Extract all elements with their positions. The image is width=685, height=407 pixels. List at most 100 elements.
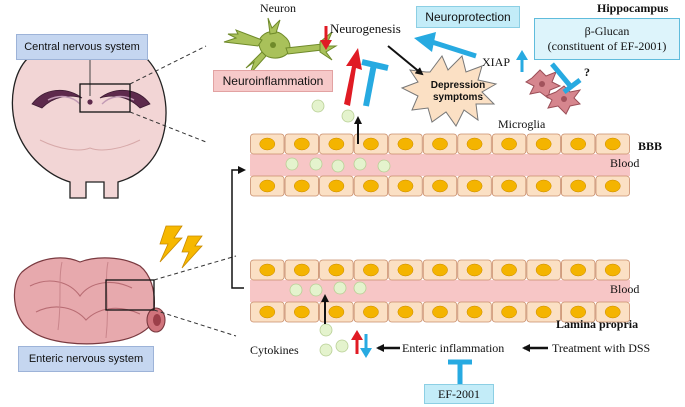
blood-upper-label: Blood <box>610 156 640 170</box>
cell-nucleus <box>604 137 621 151</box>
cell-nucleus <box>328 263 345 277</box>
beta-glucan-inhibit-arrow <box>550 62 582 94</box>
vesicles <box>285 99 391 357</box>
cell-nucleus <box>328 179 345 193</box>
cell-nucleus <box>363 137 379 151</box>
cell-nucleus <box>328 305 345 319</box>
cell-nucleus <box>432 137 448 151</box>
cell-nucleus <box>432 263 448 277</box>
microglia-icon <box>525 69 582 115</box>
vesicle <box>335 339 349 353</box>
vesicle <box>311 99 325 113</box>
cell-nucleus <box>570 179 587 193</box>
cell-nucleus <box>570 263 587 277</box>
cell-nucleus <box>397 137 414 151</box>
ef2001-box: EF-2001 <box>424 384 494 404</box>
cell-nucleus <box>570 137 587 151</box>
xiap-increase-arrow <box>516 50 528 72</box>
neuroprotection-box: Neuroprotection <box>416 6 520 28</box>
beta-glucan-title: β-Glucan <box>584 24 630 38</box>
microglia-label: Microglia <box>498 117 546 131</box>
ef2001-inhibit-arrow <box>448 359 472 386</box>
bbb-vessel <box>250 133 630 197</box>
neurogenesis-decrease-arrow <box>320 26 332 50</box>
cell-nucleus <box>363 305 379 319</box>
vesicle <box>319 343 333 357</box>
colon-icon <box>13 257 166 345</box>
vesicle <box>309 157 323 171</box>
cytokine-change-arrows <box>351 330 372 358</box>
question-mark: ? <box>584 65 590 79</box>
cell-nucleus <box>535 179 552 193</box>
neuroinflammation-box: Neuroinflammation <box>213 70 333 92</box>
neuroprotection-label: Neuroprotection <box>425 10 511 24</box>
cell-nucleus <box>397 179 414 193</box>
vesicle <box>309 283 323 297</box>
ens-label: Enteric nervous system <box>28 353 144 365</box>
cell-nucleus <box>397 263 414 277</box>
cell-nucleus <box>293 263 310 277</box>
enteric-inflammation-label: Enteric inflammation <box>402 341 505 355</box>
cytokines-label: Cytokines <box>250 343 299 357</box>
brain-section-icon <box>11 49 167 199</box>
hippocampus-label: Hippocampus <box>597 1 669 15</box>
vesicle <box>285 157 299 171</box>
cell-nucleus <box>501 305 517 319</box>
cell-nucleus <box>259 137 276 151</box>
cell-nucleus <box>363 263 379 277</box>
zoom-box-colon <box>105 279 155 311</box>
cell-nucleus <box>466 137 483 151</box>
treatment-dss-label: Treatment with DSS <box>552 341 651 355</box>
vesicle <box>353 281 367 295</box>
blood-lumen <box>250 280 630 302</box>
lamina-propria-vessel <box>250 259 630 323</box>
vesicle <box>377 159 391 173</box>
zoom-box-brain <box>79 83 131 113</box>
cns-label: Central nervous system <box>24 41 140 53</box>
neurogenesis-to-depression-arrow <box>387 45 424 76</box>
neuroinflammation-increase-arrow <box>344 48 362 106</box>
depression-label: Depression symptoms <box>430 80 486 103</box>
cell-nucleus <box>535 305 552 319</box>
ens-label-box: Enteric nervous system <box>18 346 154 372</box>
cell-nucleus <box>501 179 517 193</box>
cell-nucleus <box>293 305 310 319</box>
vesicle <box>341 109 355 123</box>
xiap-label: XIAP <box>482 55 511 69</box>
cell-nucleus <box>535 137 552 151</box>
cell-nucleus <box>570 305 587 319</box>
cell-nucleus <box>259 263 276 277</box>
cell-nucleus <box>466 263 483 277</box>
cell-nucleus <box>328 137 345 151</box>
cell-nucleus <box>432 305 448 319</box>
ef2001-label: EF-2001 <box>438 386 480 401</box>
cell-nucleus <box>604 305 621 319</box>
cell-nucleus <box>432 179 448 193</box>
vesicle <box>331 159 345 173</box>
lamina-propria-label: Lamina propria <box>556 317 639 331</box>
cell-nucleus <box>466 179 483 193</box>
blood-lower-label: Blood <box>610 282 640 296</box>
cell-nucleus <box>501 137 517 151</box>
cell-nucleus <box>293 179 310 193</box>
blood-lumen <box>250 154 630 176</box>
cell-nucleus <box>604 179 621 193</box>
vesicle <box>289 283 303 297</box>
cell-nucleus <box>535 263 552 277</box>
inhibit-neuroinflammation-arrow <box>361 59 389 107</box>
cell-nucleus <box>259 305 276 319</box>
cell-nucleus <box>466 305 483 319</box>
neuron-label: Neuron <box>260 1 296 15</box>
xiap-promotes-neurogenesis-arrow <box>414 32 477 59</box>
neuroinflammation-label: Neuroinflammation <box>222 74 324 88</box>
cell-nucleus <box>363 179 379 193</box>
beta-glucan-box: β-Glucan (constituent of EF-2001) <box>534 18 680 60</box>
vesicle <box>353 157 367 171</box>
bbb-label: BBB <box>638 139 663 153</box>
cell-nucleus <box>501 263 517 277</box>
vesicle <box>333 281 347 295</box>
neuron-icon <box>223 17 338 75</box>
cell-nucleus <box>259 179 276 193</box>
